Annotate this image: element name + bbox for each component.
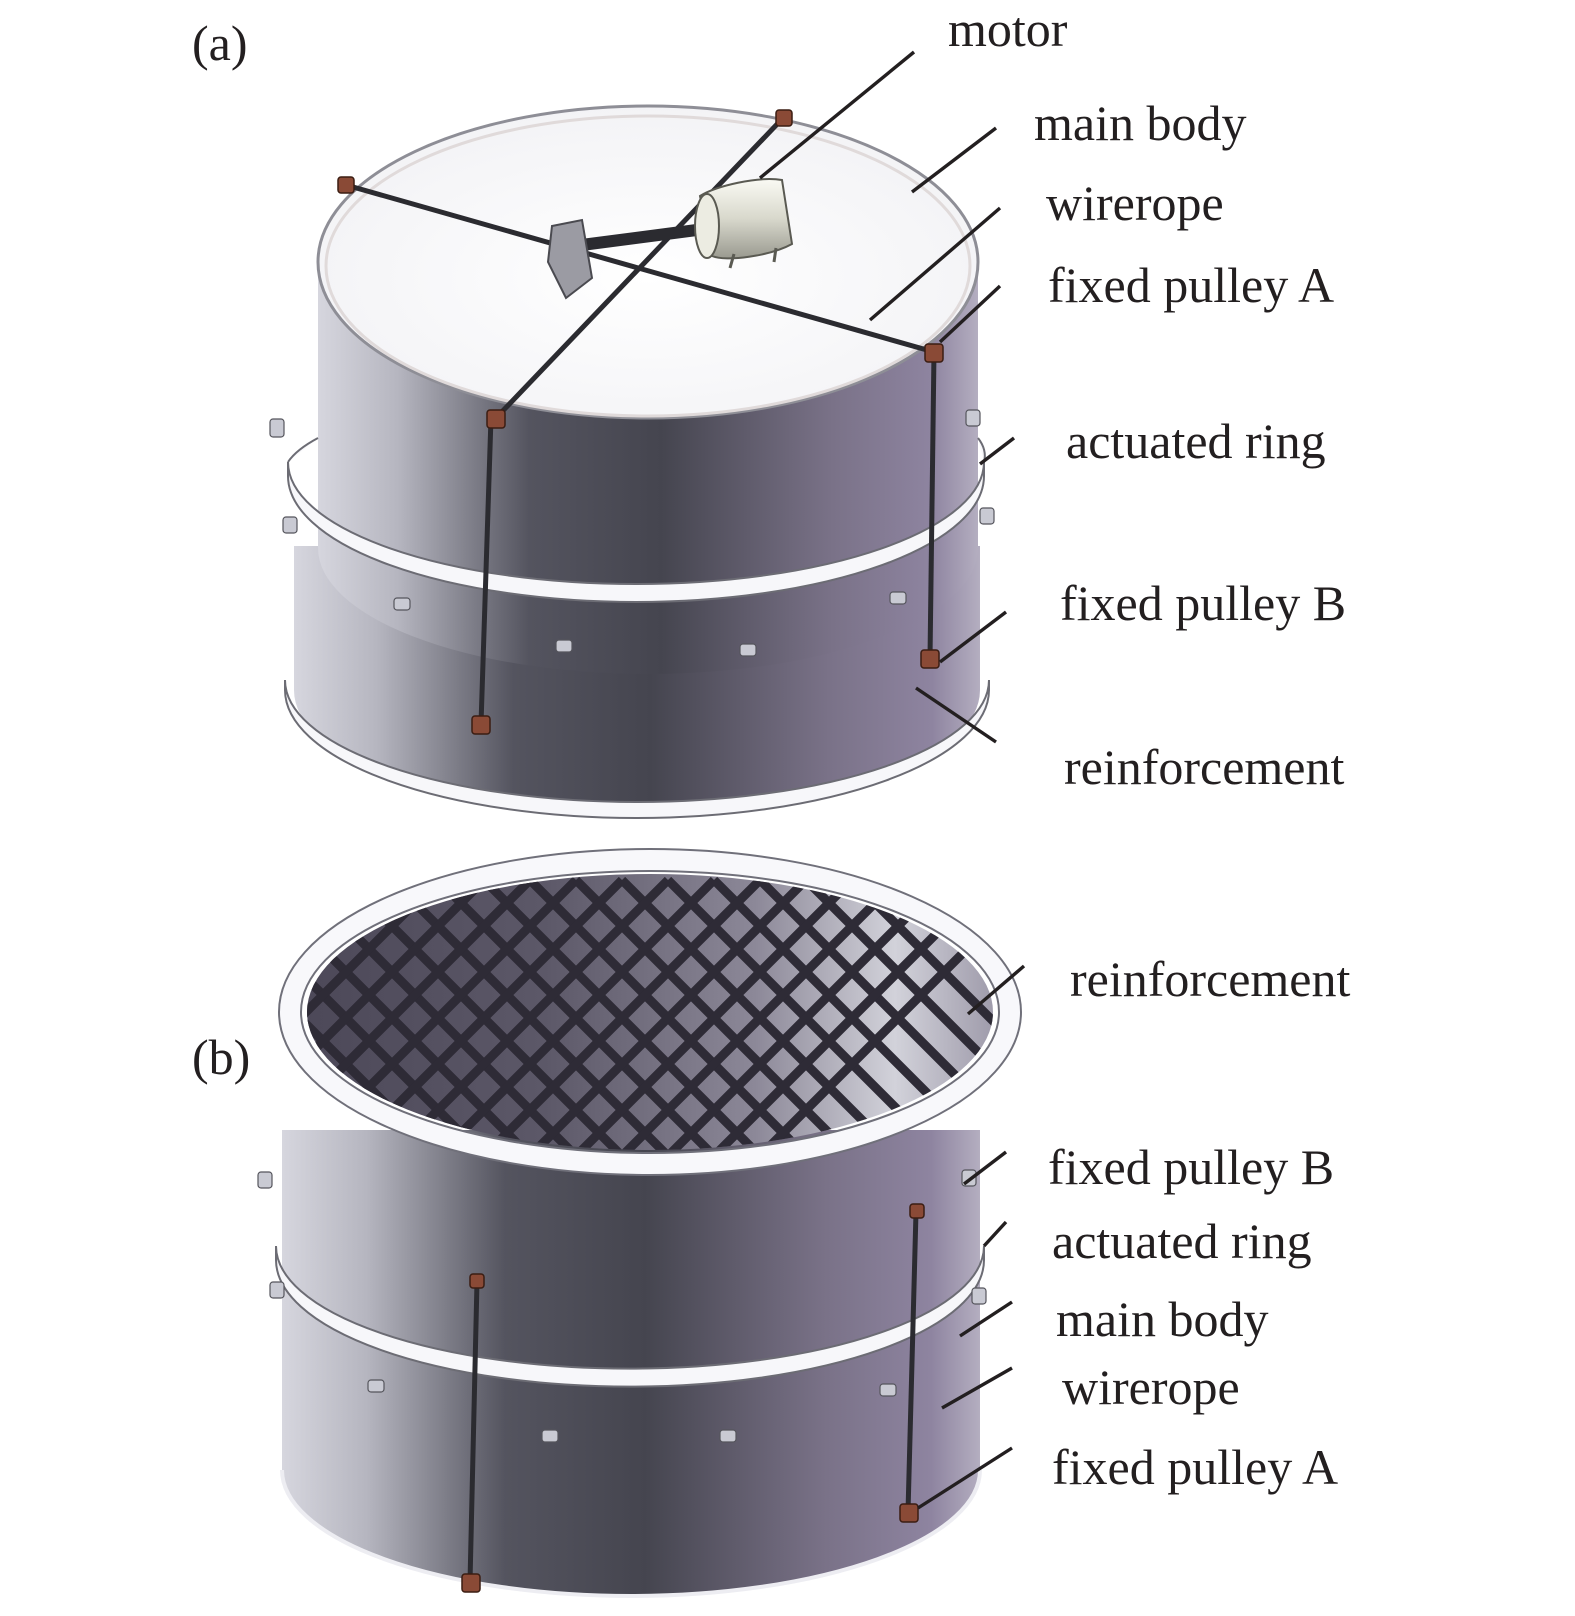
ring-tabs xyxy=(269,409,995,657)
panel-a-labels: (a) motor main body wirerope fixed pulle… xyxy=(192,1,1346,795)
actuated-ring xyxy=(287,461,985,603)
panel-a-tag: (a) xyxy=(192,15,248,71)
panel-b-labels: (b) reinforcement fixed pulley B actuate… xyxy=(192,951,1351,1495)
label-b-reinforcement: reinforcement xyxy=(1070,951,1351,1007)
label-b-wirerope: wirerope xyxy=(1062,1359,1240,1415)
fixed-pulleys-a xyxy=(337,109,944,429)
fixed-pulleys-b-b xyxy=(469,1203,925,1289)
actuated-ring-b xyxy=(275,1245,985,1388)
label-b-fixed-pulley-a: fixed pulley A xyxy=(1052,1439,1338,1495)
motor xyxy=(546,178,794,300)
fixed-pulleys-a-b xyxy=(461,1503,919,1593)
panel-a-leader-lines xyxy=(758,50,1016,744)
panel-b-tag: (b) xyxy=(192,1029,250,1085)
wirerope-top xyxy=(345,116,935,420)
label-actuated-ring: actuated ring xyxy=(1066,413,1326,469)
reinforcement-lip xyxy=(284,679,990,819)
label-b-actuated-ring: actuated ring xyxy=(1052,1213,1312,1269)
label-fixed-pulley-b: fixed pulley B xyxy=(1060,575,1346,631)
label-b-main-body: main body xyxy=(1056,1291,1268,1347)
label-motor: motor xyxy=(948,1,1068,57)
label-wirerope: wirerope xyxy=(1046,175,1224,231)
ring-tabs-b xyxy=(257,1169,987,1443)
main-body-b xyxy=(282,1130,980,1596)
label-fixed-pulley-a: fixed pulley A xyxy=(1048,257,1334,313)
wirerope-b xyxy=(467,1211,919,1583)
reinforcement-rim xyxy=(278,848,1022,1176)
fixed-pulleys-b xyxy=(471,649,940,735)
label-main-body: main body xyxy=(1034,95,1246,151)
panel-a-drawing xyxy=(269,50,1016,819)
label-b-fixed-pulley-b: fixed pulley B xyxy=(1048,1139,1334,1195)
label-reinforcement: reinforcement xyxy=(1064,739,1345,795)
panel-b-leader-lines xyxy=(917,964,1026,1510)
wirerope-side xyxy=(478,351,937,725)
